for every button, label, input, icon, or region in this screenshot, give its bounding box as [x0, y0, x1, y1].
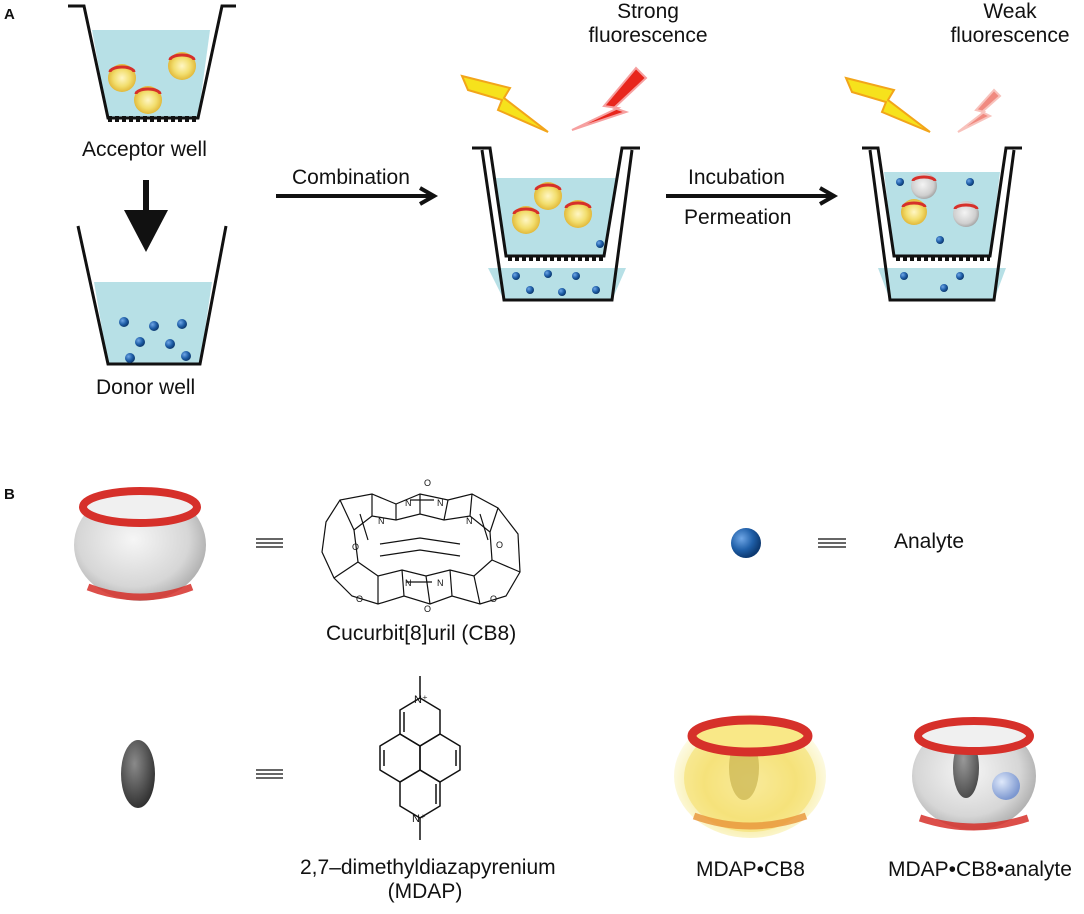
- donor-analytes: [119, 317, 191, 363]
- cb8-structure: [321, 493, 521, 605]
- lightning-pink-weak: [957, 88, 1002, 133]
- analyte-label: Analyte: [894, 530, 965, 553]
- combined-well-analytes: [512, 240, 604, 296]
- mdap-cb8-label: MDAP•CB8: [696, 858, 805, 881]
- mdap-oval: [121, 740, 155, 808]
- mdap-name-label: 2,7–dimethyldiazapyrenium (MDAP): [300, 856, 556, 904]
- weak-fluorescence-line2: fluorescence: [950, 24, 1070, 48]
- svg-text:N: N: [437, 498, 444, 508]
- equiv-symbol-cb8: [256, 538, 283, 548]
- lightning-red-strong: [571, 66, 648, 131]
- incubation-arrow: [666, 186, 839, 206]
- combined-well-complexes: [512, 182, 592, 234]
- strong-fluorescence-line2: fluorescence: [588, 24, 708, 48]
- combined-well: [472, 146, 640, 302]
- lightning-yellow-strong: [460, 74, 549, 133]
- mdap-name-line1: 2,7–dimethyldiazapyrenium: [300, 856, 556, 879]
- incubation-label: Incubation: [688, 166, 785, 189]
- strong-fluorescence-line1: Strong: [617, 0, 679, 23]
- svg-text:N⁺: N⁺: [412, 813, 426, 825]
- mdap-structure-atoms: N⁺ N⁺: [412, 694, 428, 825]
- svg-text:O: O: [424, 604, 431, 614]
- svg-text:O: O: [356, 594, 363, 604]
- final-well-analytes: [896, 178, 974, 292]
- acceptor-well-label: Acceptor well: [82, 138, 207, 161]
- svg-text:O: O: [424, 478, 431, 488]
- analyte-sphere: [731, 528, 761, 558]
- strong-fluorescence-label: Strong fluorescence: [568, 0, 728, 48]
- lightning-yellow-weak: [844, 76, 931, 133]
- permeation-label: Permeation: [684, 206, 792, 229]
- svg-text:O: O: [496, 540, 503, 550]
- mdap-cb8-analyte-label: MDAP•CB8•analyte: [888, 858, 1072, 881]
- combination-label: Combination: [292, 166, 410, 189]
- svg-text:N: N: [378, 516, 385, 526]
- equiv-symbol-mdap: [256, 769, 283, 779]
- mdap-cb8-analyte-complex: [912, 717, 1036, 831]
- panel-label-b: B: [4, 486, 15, 503]
- cb8-name-label: Cucurbit[8]uril (CB8): [326, 622, 517, 645]
- final-well-complexes: [901, 173, 979, 227]
- weak-fluorescence-line1: Weak: [983, 0, 1037, 23]
- svg-text:O: O: [490, 594, 497, 604]
- svg-text:N: N: [466, 516, 473, 526]
- equiv-symbol-analyte: [818, 538, 846, 548]
- mdap-cb8-complex: [674, 714, 826, 838]
- svg-text:N: N: [437, 578, 444, 588]
- acceptor-well: [68, 4, 236, 122]
- acceptor-complexes: [108, 52, 196, 114]
- combination-arrow: [276, 186, 439, 206]
- svg-text:N: N: [405, 578, 412, 588]
- svg-text:N⁺: N⁺: [414, 694, 428, 706]
- svg-text:N: N: [405, 498, 412, 508]
- down-arrow: [124, 180, 168, 252]
- donor-well-label: Donor well: [96, 376, 196, 399]
- mdap-name-line2: (MDAP): [387, 880, 463, 904]
- cb8-cartoon: [74, 487, 206, 601]
- cb8-structure-atoms: O N N N N O O N N O O O: [352, 478, 503, 614]
- svg-text:O: O: [352, 542, 359, 552]
- mdap-structure: [379, 676, 461, 840]
- final-well: [862, 146, 1022, 302]
- donor-well: [76, 225, 228, 366]
- weak-fluorescence-label: Weak fluorescence: [938, 0, 1082, 48]
- panel-label-a: A: [4, 6, 15, 23]
